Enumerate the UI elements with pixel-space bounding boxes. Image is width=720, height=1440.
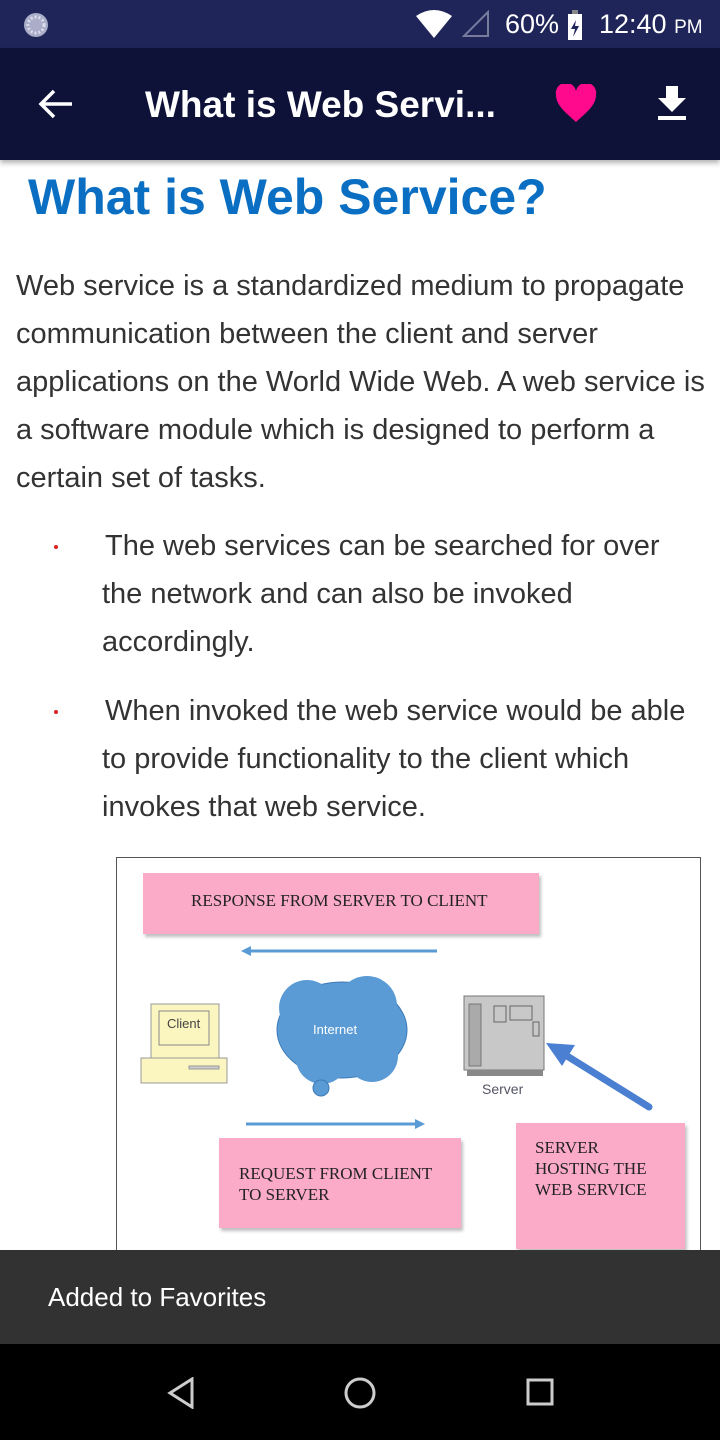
- heart-icon[interactable]: [555, 84, 597, 124]
- server-icon: [463, 995, 545, 1076]
- article-heading: What is Web Service?: [28, 169, 547, 225]
- status-bar: 60% 12:40 PM: [0, 0, 720, 48]
- recents-icon[interactable]: [526, 1378, 554, 1406]
- snackbar-message: Added to Favorites: [48, 1282, 267, 1312]
- arrow-left-icon[interactable]: [38, 88, 74, 120]
- response-label: RESPONSE FROM SERVER TO CLIENT: [143, 873, 539, 934]
- app-bar: What is Web Servi...: [0, 48, 720, 160]
- diagram-graphics: [140, 946, 653, 1129]
- download-icon[interactable]: [656, 86, 688, 122]
- web-service-diagram: RESPONSE FROM SERVER TO CLIENT Client In…: [116, 857, 701, 1250]
- wifi-icon: [416, 10, 452, 38]
- pointer-arrow: [546, 1043, 653, 1111]
- bullet-icon: [54, 545, 58, 549]
- article-paragraph: Web service is a standardized medium to …: [16, 270, 705, 494]
- request-label: REQUEST FROM CLIENT TO SERVER: [219, 1138, 461, 1228]
- signal-icon: [462, 10, 489, 37]
- computer-icon: [140, 1003, 228, 1084]
- cloud-icon: [276, 976, 408, 1097]
- hosting-label: SERVER HOSTING THE WEB SERVICE: [516, 1123, 685, 1249]
- page-title: What is Web Servi...: [145, 84, 496, 125]
- request-arrow: [246, 1119, 425, 1129]
- bullet-item: The web services can be searched for ove…: [102, 530, 660, 658]
- client-label: Client: [167, 1016, 201, 1031]
- bullet-item: When invoked the web service would be ab…: [102, 695, 686, 823]
- bullet-icon: [54, 710, 58, 714]
- snackbar: Added to Favorites: [0, 1250, 720, 1344]
- clock: 12:40 PM: [599, 9, 703, 39]
- sync-icon: [24, 13, 48, 37]
- internet-label: Internet: [313, 1022, 358, 1037]
- battery-charging-icon: [568, 10, 582, 40]
- article: What is Web Service? Web service is a st…: [0, 160, 720, 1250]
- navigation-bar: [0, 1344, 720, 1440]
- response-arrow: [241, 946, 437, 956]
- server-label: Server: [482, 1081, 524, 1097]
- battery-percent: 60%: [505, 9, 560, 39]
- home-icon[interactable]: [343, 1376, 377, 1410]
- back-icon[interactable]: [166, 1377, 196, 1409]
